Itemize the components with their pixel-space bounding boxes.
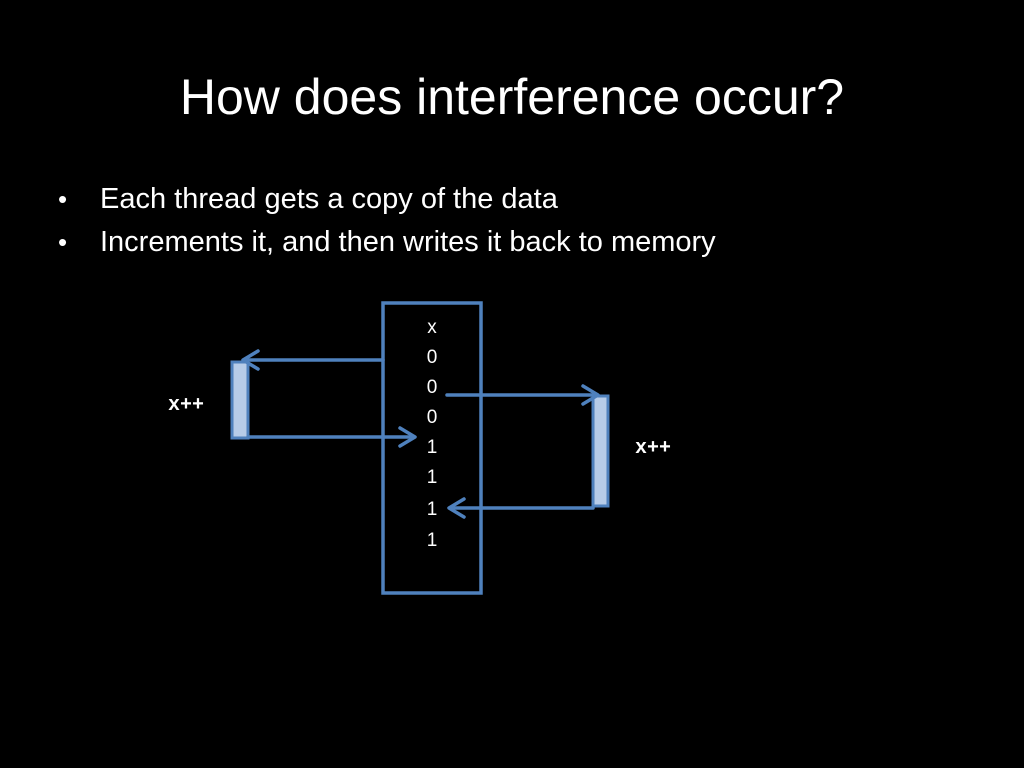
memory-value: 0 <box>427 377 438 398</box>
memory-value: 1 <box>427 499 438 520</box>
memory-value: 1 <box>427 467 438 488</box>
memory-value: 0 <box>427 347 438 368</box>
write-arrow-right <box>447 497 595 519</box>
memory-value: 1 <box>427 530 438 551</box>
memory-value: 1 <box>427 437 438 458</box>
left-thread-label: x++ <box>168 394 204 417</box>
bullet-text: Increments it, and then writes it back t… <box>100 226 716 258</box>
bullet-dot-icon: • <box>58 184 68 214</box>
bullet-item: • Each thread gets a copy of the data <box>58 180 716 223</box>
bullet-list: • Each thread gets a copy of the data • … <box>58 180 716 266</box>
right-thread-bar <box>591 394 610 508</box>
left-thread-bar <box>230 360 250 440</box>
bullet-dot-icon: • <box>58 227 68 257</box>
read-arrow-left <box>241 349 385 371</box>
bullet-item: • Increments it, and then writes it back… <box>58 223 716 266</box>
slide-title: How does interference occur? <box>179 69 845 125</box>
right-thread-label: x++ <box>635 437 671 460</box>
memory-box <box>381 301 483 595</box>
bullet-text: Each thread gets a copy of the data <box>100 183 558 215</box>
read-arrow-right <box>445 384 600 406</box>
memory-value: x <box>427 317 437 338</box>
write-arrow-left <box>246 426 417 448</box>
memory-value: 0 <box>427 407 438 428</box>
